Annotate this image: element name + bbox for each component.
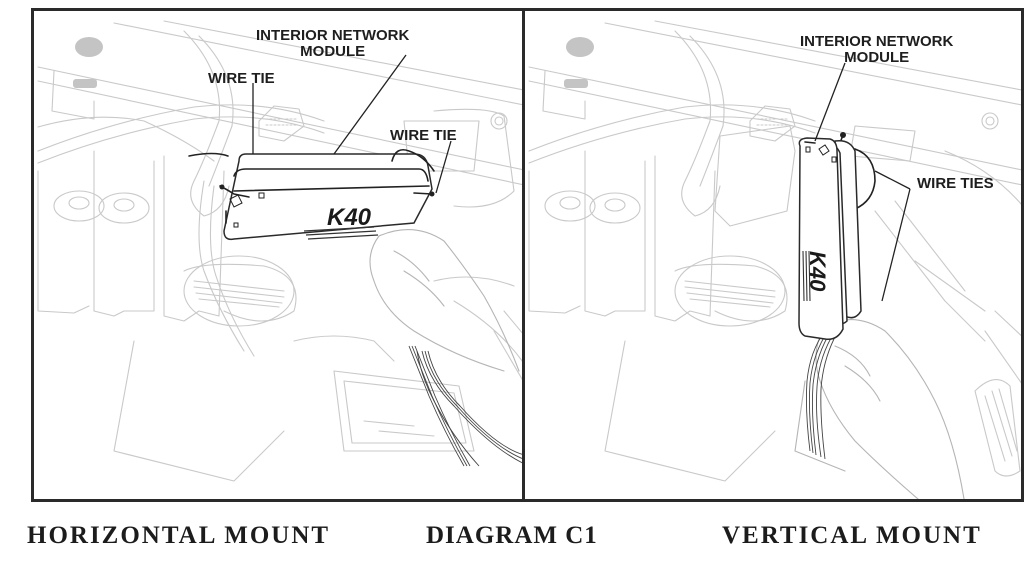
interior-network-module: K40 xyxy=(223,153,433,241)
leader-wire-ties-upper xyxy=(874,170,911,190)
vertical-mount-panel: K40 INTERIOR NETWORK MODULE WIRE TIES xyxy=(522,8,1024,502)
label-module-line2: MODULE xyxy=(844,49,910,66)
dashboard-line-art xyxy=(528,20,1021,482)
caption-diagram-id: DIAGRAM C1 xyxy=(426,522,598,549)
interior-network-module: K40 xyxy=(798,137,862,341)
leader-wire-ties-lower xyxy=(881,188,911,302)
wire-harness xyxy=(408,345,523,467)
leader-wire-tie-right xyxy=(435,140,452,194)
caption-vertical-mount: VERTICAL MOUNT xyxy=(722,522,982,549)
label-module-line1: INTERIOR NETWORK xyxy=(800,33,954,50)
label-module: INTERIOR NETWORK MODULE xyxy=(800,34,953,66)
label-wire-ties: WIRE TIES xyxy=(917,175,994,192)
k40-logo: K40 xyxy=(327,204,372,231)
vertical-mount-illustration: K40 xyxy=(528,20,1021,499)
wire-tie-marks xyxy=(188,148,435,198)
hand-line-art xyxy=(794,319,965,499)
leader-module xyxy=(333,54,407,155)
label-module-line1: INTERIOR NETWORK xyxy=(256,27,410,44)
dashboard-line-art xyxy=(37,20,523,482)
horizontal-mount-panel: K40 INTERIOR NETWORK MODULE WIRE TIE WIR… xyxy=(31,8,526,502)
label-wire-tie-left: WIRE TIE xyxy=(208,70,275,87)
label-wire-tie-right: WIRE TIE xyxy=(390,127,457,144)
callout-leaders xyxy=(814,62,911,302)
wire-harness xyxy=(805,330,838,460)
leader-module xyxy=(814,62,846,142)
caption-horizontal-mount: HORIZONTAL MOUNT xyxy=(27,522,331,549)
horizontal-mount-illustration: K40 xyxy=(37,20,523,482)
label-module: INTERIOR NETWORK MODULE xyxy=(256,28,409,60)
label-module-line2: MODULE xyxy=(300,43,366,60)
callout-leaders xyxy=(252,54,452,194)
k40-logo: K40 xyxy=(805,251,830,292)
hand-line-art xyxy=(369,229,520,372)
